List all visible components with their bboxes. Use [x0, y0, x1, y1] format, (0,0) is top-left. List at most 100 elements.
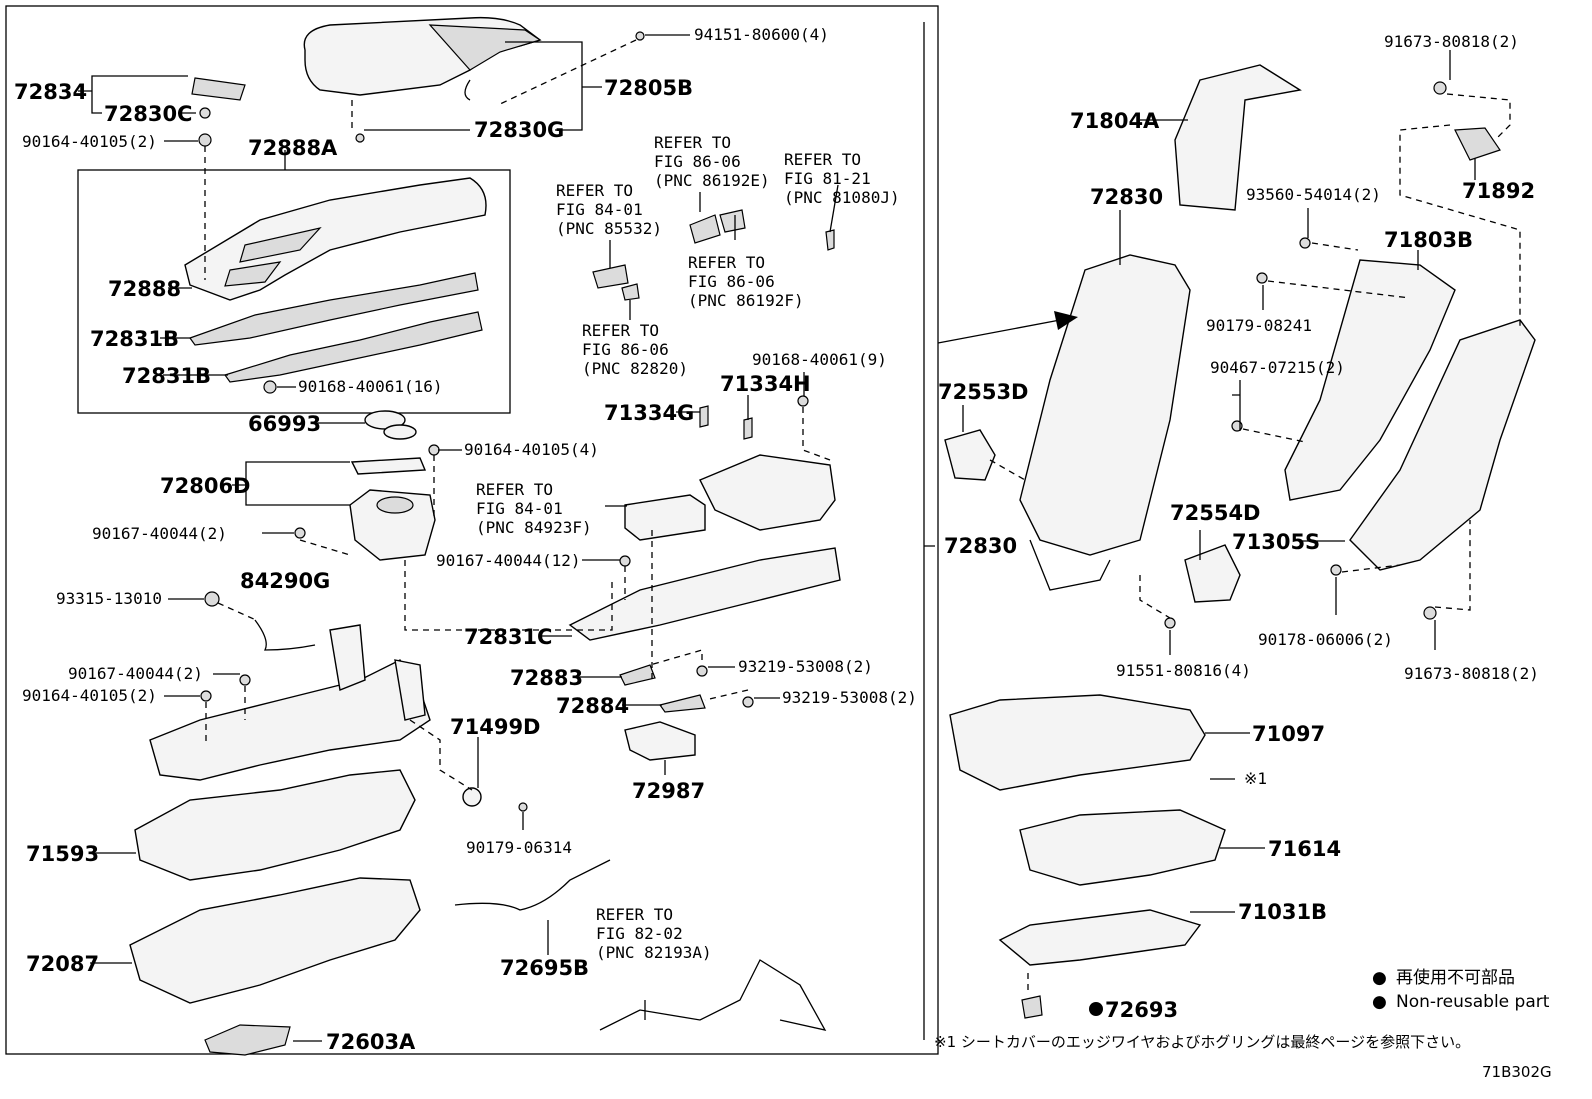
label-91551-80816: 91551-80816(4)	[1116, 661, 1251, 680]
screw-90168-9-shape	[797, 395, 809, 407]
screw-90178-shape	[1330, 564, 1342, 576]
label-72695B: 72695B	[500, 956, 589, 980]
part-labels: 72834 72830C 90164-40105(2) 72888A 94151…	[14, 25, 1539, 1054]
clip-72693-shape	[1021, 995, 1043, 1019]
tray-shape	[699, 454, 836, 531]
console-panel-72888-shape	[184, 177, 487, 301]
left-group-frame	[5, 5, 939, 1055]
label-72831C: 72831C	[464, 625, 552, 649]
label-90167-40044-2-b: 90167-40044(2)	[68, 664, 203, 683]
part-72884-shape	[658, 694, 706, 713]
refer-82820: REFER TO FIG 86-06 (PNC 82820)	[582, 321, 688, 378]
screw-90167-b-shape	[239, 674, 251, 686]
pad-71614-shape	[1019, 809, 1226, 886]
bezel-72831B-lower	[224, 311, 483, 383]
screw-91673-top-shape	[1433, 81, 1447, 95]
refer-85532: REFER TO FIG 84-01 (PNC 85532)	[556, 181, 662, 238]
mat-66993-shape-b	[383, 424, 417, 440]
label-71614: 71614	[1268, 837, 1341, 861]
legend-symbol-jp: ●	[1372, 968, 1387, 988]
label-90167-40044-12: 90167-40044(12)	[436, 551, 581, 570]
screw-90168-shape	[263, 380, 277, 394]
cover-72087-shape	[129, 877, 421, 1004]
figure-code: 71B302G	[1482, 1063, 1552, 1081]
cover-71804A-shape	[1174, 64, 1302, 211]
label-72888A: 72888A	[248, 136, 338, 160]
label-71804A: 71804A	[1070, 109, 1160, 133]
part-81080J-shape	[825, 229, 835, 251]
frame-71031B-shape	[998, 909, 1202, 966]
label-72834: 72834	[14, 80, 87, 104]
label-93219-53008-b: 93219-53008(2)	[782, 688, 917, 707]
screw-91551-shape	[1164, 617, 1176, 629]
label-72831B-1: 72831B	[90, 327, 179, 351]
footnote: ※1 シートカバーのエッジワイヤおよびホグリングは最終ページを参照下さい。	[934, 1033, 1470, 1051]
screw-90179-06314-shape	[518, 802, 528, 812]
label-71305S: 71305S	[1232, 530, 1320, 554]
label-90179-06314: 90179-06314	[466, 838, 572, 857]
label-93560-54014: 93560-54014(2)	[1246, 185, 1381, 204]
legend-symbol-en: ●	[1372, 992, 1387, 1012]
part-85532-shape	[592, 264, 629, 289]
frame-71803B-shape	[1284, 259, 1456, 501]
legend-text-jp: 再使用不可部品	[1396, 967, 1515, 988]
refer-86192F: REFER TO FIG 86-06 (PNC 86192F)	[688, 253, 804, 310]
label-72830G: 72830G	[474, 118, 564, 142]
clip-71334H-shape	[743, 417, 753, 440]
subassembly-frame-72888A	[77, 169, 511, 414]
label-90167-40044-2-a: 90167-40044(2)	[92, 524, 227, 543]
armrest-hinge-shape	[1029, 539, 1111, 591]
label-90164-40105-2-b: 90164-40105(2)	[22, 686, 157, 705]
part-72987-shape	[624, 721, 696, 761]
part-72883-shape	[619, 664, 656, 686]
armrest-lid-shape	[303, 16, 542, 101]
label-93219-53008-a: 93219-53008(2)	[738, 657, 873, 676]
label-72087: 72087	[26, 952, 99, 976]
screw-90167-a-shape	[294, 527, 306, 539]
clip-90179-08241-shape	[1256, 272, 1268, 284]
label-72805B: 72805B	[604, 76, 693, 100]
label-91673-80818-bot: 91673-80818(2)	[1404, 664, 1539, 683]
label-72888: 72888	[108, 277, 181, 301]
label-72603A: 72603A	[326, 1030, 416, 1054]
label-72884: 72884	[556, 694, 629, 718]
unit-84923F-shape	[624, 494, 706, 541]
screw-90164-b-shape	[200, 690, 212, 702]
label-71097: 71097	[1252, 722, 1325, 746]
hinge-cover-shape	[191, 77, 246, 101]
label-90168-40061-9: 90168-40061(9)	[752, 350, 887, 369]
label-90164-40105-4: 90164-40105(4)	[464, 440, 599, 459]
label-72830-top: 72830	[1090, 185, 1163, 209]
label-72806D: 72806D	[160, 474, 251, 498]
refer-81080J: REFER TO FIG 81-21 (PNC 81080J)	[784, 150, 900, 207]
label-66993: 66993	[248, 412, 321, 436]
refer-blocks: REFER TO FIG 86-06 (PNC 86192E) REFER TO…	[476, 133, 900, 962]
label-72831B-2: 72831B	[122, 364, 211, 388]
clip-72830G-shape	[355, 133, 365, 143]
panel-72831C-shape	[568, 547, 841, 641]
label-72554D: 72554D	[1170, 501, 1261, 525]
label-72830-main: 72830	[944, 534, 1017, 558]
screw-93219-a-shape	[696, 665, 708, 677]
part-82820-shape	[621, 283, 640, 301]
label-71334H: 71334H	[720, 372, 811, 396]
clip-72830C-shape	[199, 107, 211, 119]
armrest-72830-shape	[1019, 254, 1191, 556]
refer-84923F: REFER TO FIG 84-01 (PNC 84923F)	[476, 480, 592, 537]
damper-71499D-shape	[462, 787, 482, 807]
label-72553D: 72553D	[938, 380, 1029, 404]
label-91673-80818-top: 91673-80818(2)	[1384, 32, 1519, 51]
harness-82193A-shape	[599, 959, 827, 1031]
label-72987: 72987	[632, 779, 705, 803]
label-71892: 71892	[1462, 179, 1535, 203]
legend-text-en: Non-reusable part	[1396, 992, 1550, 1012]
label-71031B: 71031B	[1238, 900, 1327, 924]
label-90168-40061-16: 90168-40061(16)	[298, 377, 443, 396]
label-71593: 71593	[26, 842, 99, 866]
console-frame-shape	[149, 624, 431, 781]
part-72603A-shape	[204, 1024, 291, 1056]
cap-72553D-shape	[944, 429, 996, 481]
label-93315-13010: 93315-13010	[56, 589, 162, 608]
refer-82193A: REFER TO FIG 82-02 (PNC 82193A)	[596, 905, 712, 962]
